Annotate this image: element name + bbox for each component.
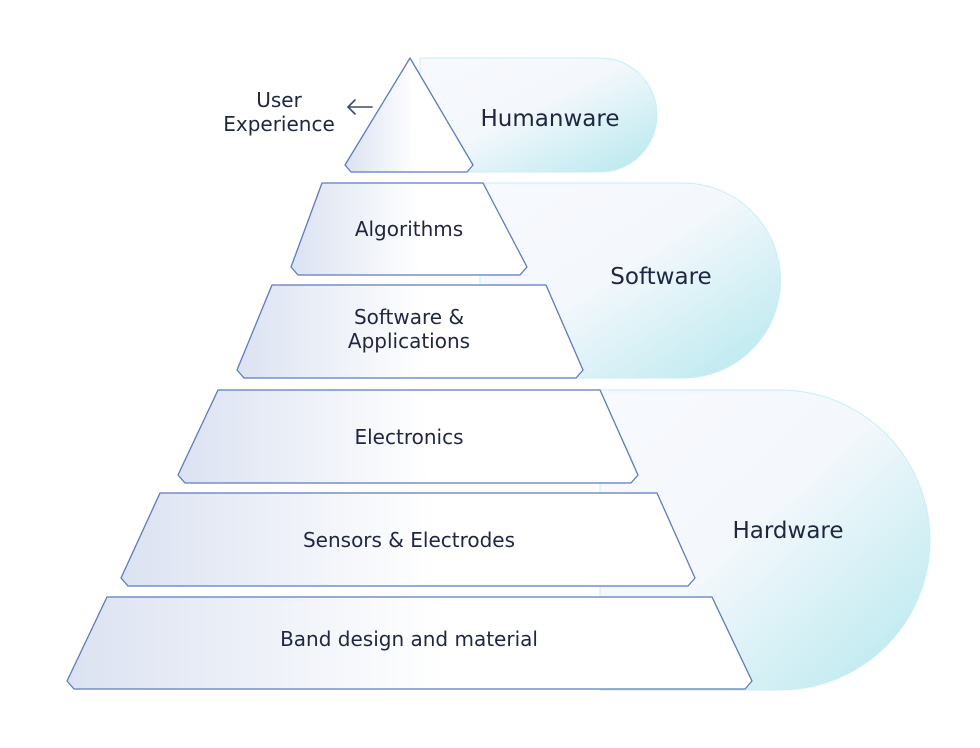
group-label-hardware: Hardware <box>732 518 843 544</box>
tier-label-algorithms: Algorithms <box>355 217 463 241</box>
callout-user: User <box>256 88 302 112</box>
tier-label-software-line1: Software & <box>354 305 464 329</box>
group-label-software: Software <box>610 264 711 290</box>
tier-algorithms <box>290 182 528 276</box>
callout-experience: Experience <box>223 112 335 136</box>
tier-label-software-line2: Applications <box>348 329 470 353</box>
tier-label-electronics: Electronics <box>354 425 463 449</box>
tier-label-band: Band design and material <box>280 627 538 651</box>
tier-band-design <box>66 596 753 690</box>
group-label-humanware: Humanware <box>481 106 620 132</box>
humanware-band <box>419 57 658 173</box>
arrow-left-icon <box>346 99 373 115</box>
tier-label-sensors: Sensors & Electrodes <box>303 528 515 552</box>
tier-user-experience <box>344 57 474 173</box>
tier-electronics <box>177 389 639 484</box>
tier-software-applications <box>236 284 584 379</box>
tier-sensors-electrodes <box>120 492 696 587</box>
